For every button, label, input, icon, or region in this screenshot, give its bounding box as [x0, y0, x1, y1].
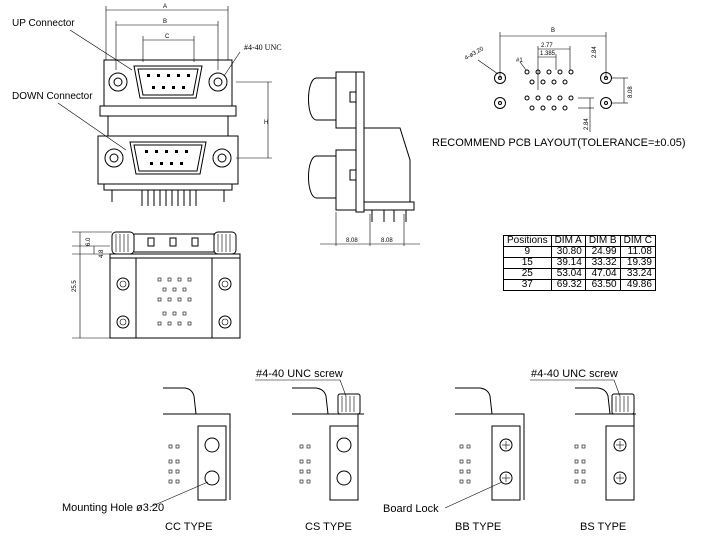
side-view: [308, 71, 420, 246]
header-dim-a: DIM A: [550, 235, 586, 247]
pcb-layout: [477, 32, 628, 132]
pcb-layout-title: RECOMMEND PCB LAYOUT(TOLERANCE=±0.05): [432, 137, 686, 149]
cs-screw-label: #4-40 UNC screw: [256, 368, 343, 380]
pcb-dim-284-bottom: 2.84: [584, 118, 590, 130]
down-pins: [145, 150, 188, 165]
cc-type-view: [149, 387, 231, 508]
down-connector-label: DOWN Connector: [12, 91, 93, 102]
pcb-dim-b: B: [551, 28, 555, 34]
mounting-hole-label: Mounting Hole ø3.20: [62, 502, 164, 514]
front-view: A B C: [57, 4, 272, 206]
up-connector-label: UP Connector: [12, 18, 75, 29]
dim-4-8-label: 4.8: [99, 249, 105, 258]
table-cell: 47.04: [584, 268, 621, 280]
bs-screw-label: #4-40 UNC screw: [531, 368, 618, 380]
pcb-pin1-label: #1: [516, 58, 523, 64]
pcb-pins: [111, 190, 225, 206]
bs-type-view: [530, 379, 636, 501]
table-cell: 63.50: [584, 279, 621, 291]
pcb-hole-label: 4-ø3.20: [464, 46, 485, 62]
bs-type-label: BS TYPE: [580, 521, 626, 533]
pcb-dim-808: 8.08: [628, 86, 634, 98]
dim-a-label: A: [163, 4, 167, 10]
table-cell: 15: [503, 257, 552, 269]
table-row: 15 39.14 33.32 19.39: [503, 257, 656, 269]
table-row: 9 30.80 24.99 11.08: [503, 246, 656, 258]
table-cell: 33.32: [584, 257, 621, 269]
board-lock-label: Board Lock: [383, 503, 439, 515]
table-cell: 37: [503, 279, 552, 291]
up-pins: [147, 74, 190, 89]
table-cell: 25: [503, 268, 552, 280]
header-dim-c: DIM C: [619, 235, 656, 247]
header-dim-b: DIM B: [584, 235, 621, 247]
table-row: 25 53.04 47.04 33.24: [503, 268, 656, 280]
dim-h-label: H: [264, 120, 268, 126]
dimension-table: Positions DIM A DIM B DIM C 9 30.80 24.9…: [503, 235, 656, 291]
bb-type-view: [444, 387, 525, 509]
table-cell: 39.14: [550, 257, 586, 269]
cs-type-label: CS TYPE: [305, 521, 352, 533]
table-cell: 11.08: [619, 246, 656, 258]
table-cell: 33.24: [619, 268, 656, 280]
pcb-pin-holes: [524, 69, 574, 111]
bb-type-label: BB TYPE: [455, 521, 501, 533]
bottom-pin-grid: [157, 277, 192, 326]
table-cell: 30.80: [550, 246, 586, 258]
dim-25-5-label: 25.5: [72, 280, 78, 292]
table-cell: 69.32: [550, 279, 586, 291]
table-cell: 53.04: [550, 268, 586, 280]
bottom-view: [72, 231, 241, 339]
side-dim-right: 8.08: [381, 238, 393, 244]
cs-type-view: [255, 379, 364, 501]
table-cell: 9: [503, 246, 552, 258]
dim-b-label: B: [163, 19, 167, 25]
cc-type-label: CC TYPE: [165, 521, 212, 533]
table-cell: 49.86: [619, 279, 656, 291]
side-dim-left: 8.08: [346, 238, 358, 244]
pcb-dim-1385: 1.385: [540, 51, 556, 57]
pcb-dim-277: 2.77: [541, 43, 553, 49]
table-cell: 24.99: [584, 246, 621, 258]
dim-6-label: 6.0: [86, 237, 92, 246]
pcb-dim-284-top: 2.84: [592, 46, 598, 58]
table-row: 37 69.32 63.50 49.86: [503, 279, 656, 291]
table-cell: 19.39: [619, 257, 656, 269]
header-positions: Positions: [503, 235, 552, 247]
dimension-table-header: Positions DIM A DIM B DIM C: [503, 235, 656, 247]
unc-note-label: #4-40 UNC: [244, 43, 282, 52]
dim-c-label: C: [165, 34, 170, 40]
